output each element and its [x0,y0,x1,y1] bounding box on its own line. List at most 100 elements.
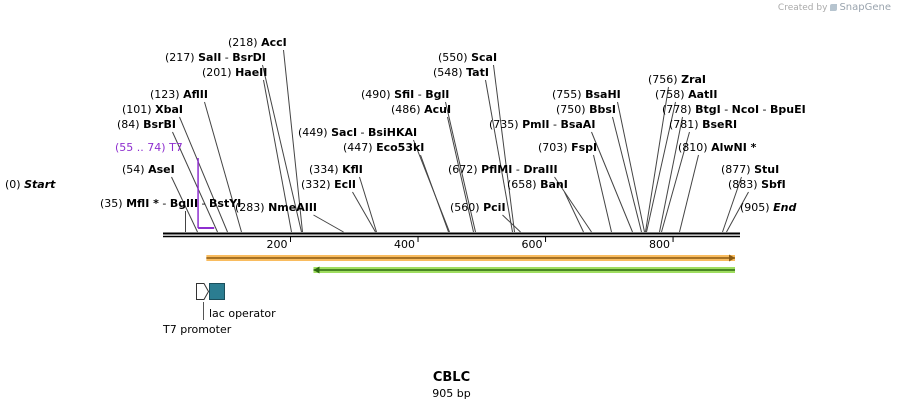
t7-promoter-label: T7 promoter [162,323,232,336]
enzyme-cut-line [554,176,592,233]
enzyme-cut-line [617,101,645,233]
enzyme-name: AccI [261,36,287,49]
svg-text:(877) StuI: (877) StuI [721,163,779,176]
enzyme-label[interactable]: (778) BtgI - NcoI - BpuEI [662,103,806,116]
enzyme-name: AflII [183,88,208,101]
enzyme-name: Eco53kI [376,141,424,154]
enzyme-name: FspI [571,141,597,154]
svg-text:(658) BanI: (658) BanI [507,178,568,191]
enzyme-label[interactable]: (810) AlwNI * [678,141,757,154]
t7-promoter-arrow-icon [196,283,210,300]
enzyme-label[interactable]: (905) End [740,201,796,214]
credit-prefix: Created by [777,3,828,13]
enzyme-name: SfiI [394,88,414,101]
cut-position: (218) [228,36,258,49]
enzyme-label[interactable]: (750) BbsI [556,103,616,116]
svg-text:(283) NmeAIII: (283) NmeAIII [235,201,317,214]
enzyme-label[interactable]: (218) AccI [228,36,287,49]
enzyme-name: BtgI [695,103,721,116]
cut-position: (877) [721,163,751,176]
enzyme-cut-line [593,154,612,233]
enzyme-label[interactable]: (84) BsrBI [117,118,176,131]
cut-position: (486) [391,103,421,116]
enzyme-label[interactable]: (755) BsaHI [552,88,621,101]
cut-position: (283) [235,201,265,214]
cut-position: (750) [556,103,586,116]
terminal-marker: End [773,201,796,214]
snapgene-leaf-icon [830,4,838,11]
enzyme-label[interactable]: (560) PciI [450,201,506,214]
enzyme-label[interactable]: (0) Start [5,178,56,191]
enzyme-name: BsaAI [560,118,595,131]
enzyme-label[interactable]: (490) SfiI - BglI [361,88,449,101]
svg-text:(548) TatI: (548) TatI [433,66,489,79]
enzyme-name: BbsI [589,103,616,116]
enzyme-label[interactable]: (101) XbaI [122,103,183,116]
enzyme-label[interactable]: (201) HaeII [202,66,267,79]
enzyme-cut-line [591,131,633,233]
enzyme-label[interactable]: (332) EclI [301,178,356,191]
svg-text:(449) SacI - BsiHKAI: (449) SacI - BsiHKAI [298,126,417,139]
svg-text:(332) EclI: (332) EclI [301,178,356,191]
cut-position: (201) [202,66,232,79]
cut-position: (756) [648,73,678,86]
enzyme-cut-line [283,49,303,233]
enzyme-cut-line [352,191,376,233]
svg-text:(54) AseI: (54) AseI [122,163,175,176]
enzyme-cut-line [722,176,742,233]
enzyme-name: SbfI [761,178,786,191]
cut-position: (449) [298,126,328,139]
cut-position: (35) [100,197,123,210]
lac-operator-box-icon [209,283,225,300]
enzyme-cut-line [171,176,198,233]
enzyme-label[interactable]: (735) PmlI - BsaAI [489,118,595,131]
enzyme-name: NcoI [732,103,759,116]
feature-arrows [206,254,736,274]
orange-feature-arrowhead-icon [729,254,735,262]
enzyme-label[interactable]: (486) AcuI [391,103,451,116]
enzyme-name: AlwNI * [711,141,757,154]
ruler-tick-label: 600 [522,238,543,251]
enzyme-label[interactable]: (35) MflI * - BglII - BstYI [100,197,241,210]
ruler-tick-label: 800 [649,238,670,251]
enzyme-label[interactable]: (883) SbfI [728,178,786,191]
enzyme-label[interactable]: (449) SacI - BsiHKAI [298,126,417,139]
enzyme-label[interactable]: (658) BanI [507,178,568,191]
svg-text:(123) AflII: (123) AflII [150,88,208,101]
enzyme-label[interactable]: (283) NmeAIII [235,201,317,214]
terminal-marker: Start [24,178,56,191]
enzyme-label[interactable]: (672) PflMI - DraIII [448,163,558,176]
enzyme-label[interactable]: (217) SalI - BsrDI [165,51,266,64]
enzyme-cut-line [179,116,228,233]
enzyme-label[interactable]: (877) StuI [721,163,779,176]
primer-label[interactable]: (55 .. 74) T7 [115,141,183,154]
enzyme-label[interactable]: (334) KflI [309,163,363,176]
cut-position: (781) [669,118,699,131]
enzyme-label[interactable]: (447) Eco53kI [343,141,424,154]
enzyme-labels: (0) Start (35) MflI * - BglII - BstYI (54)… [5,36,806,214]
cut-position: (883) [728,178,758,191]
enzyme-label[interactable]: (758) AatII [655,88,717,101]
enzyme-name: SalI [198,51,221,64]
enzyme-label[interactable]: (550) ScaI [438,51,497,64]
enzyme-label[interactable]: (54) AseI [122,163,175,176]
enzyme-name: EclI [334,178,356,191]
enzyme-cut-line [359,176,377,233]
enzyme-label[interactable]: (781) BseRI [669,118,737,131]
enzyme-cut-line [413,139,450,233]
svg-text:(334) KflI: (334) KflI [309,163,363,176]
enzyme-label[interactable]: (123) AflII [150,88,208,101]
enzyme-name: BseRI [702,118,737,131]
ruler-tick-label: 200 [267,238,288,251]
enzyme-name: BsrDI [232,51,266,64]
svg-text:(218) AccI: (218) AccI [228,36,287,49]
enzyme-label[interactable]: (703) FspI [538,141,597,154]
enzyme-cut-line [313,214,344,233]
svg-text:(560) PciI: (560) PciI [450,201,506,214]
enzyme-cut-line [612,116,642,233]
enzyme-label[interactable]: (756) ZraI [648,73,706,86]
svg-text:(84) BsrBI: (84) BsrBI [117,118,176,131]
enzyme-label[interactable]: (548) TatI [433,66,489,79]
